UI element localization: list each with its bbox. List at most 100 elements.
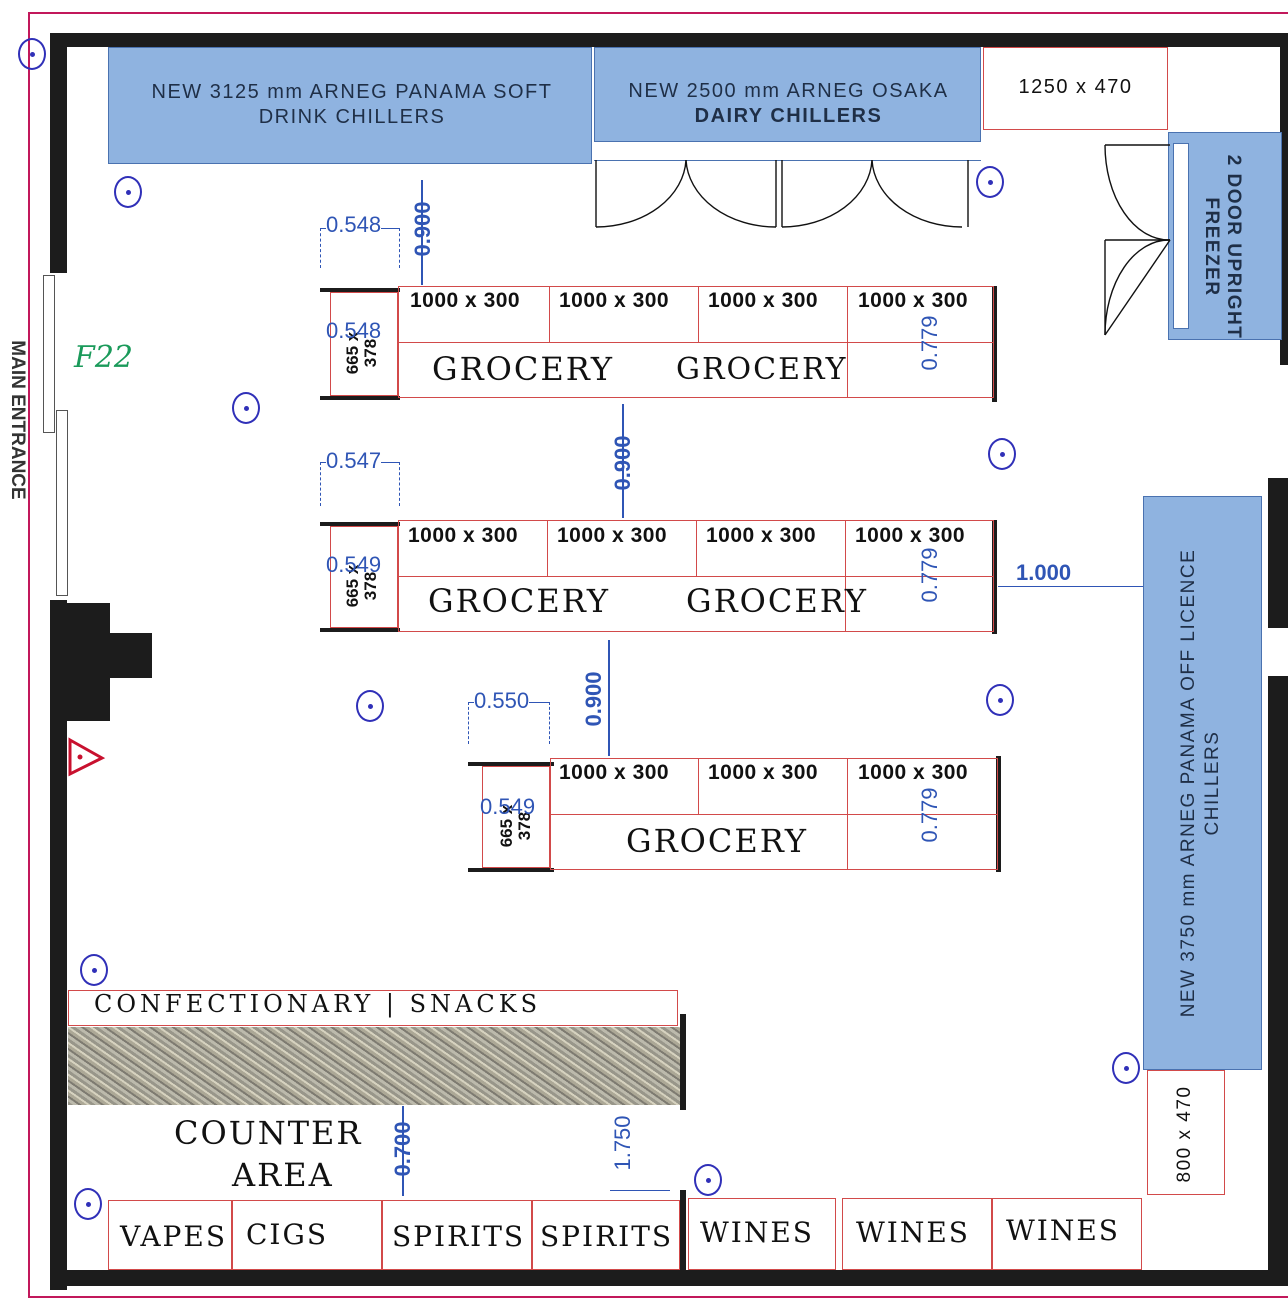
aisle1-endcap — [330, 292, 398, 396]
aisle2-label-1: GROCERY — [428, 582, 610, 620]
aisle1-bay4-size: 1000 x 300 — [858, 289, 969, 312]
outer-boundary-bottom — [28, 1296, 1288, 1298]
aisle3-sep2 — [847, 758, 848, 870]
marker-circle — [80, 954, 108, 986]
aisle2-divider — [398, 576, 994, 577]
bottom-right-unit-label: 800 x 470 — [1174, 1085, 1195, 1183]
aisle3-endcap — [482, 766, 550, 868]
bay-wines-1 — [688, 1198, 836, 1270]
marker-circle — [694, 1164, 722, 1196]
aisle2-cap-bottom — [320, 628, 400, 632]
aisle1-end-dim: 0.548 — [326, 318, 382, 343]
aisle1-gap-dim: 0.900 — [410, 188, 436, 270]
aisle1-right-dim: 0.779 — [917, 315, 942, 371]
entrance-door-leaf-bottom — [56, 410, 68, 596]
bay-label-vapes: VAPES — [120, 1220, 228, 1253]
aisle3-divider — [550, 814, 998, 815]
confectionary-label: CONFECTIONARY | SNACKS — [94, 990, 542, 1018]
zone-code: F22 — [74, 340, 133, 375]
counter-end-bar — [680, 1014, 686, 1110]
aisle2-label-2: GROCERY — [686, 582, 868, 620]
marker-circle — [356, 690, 384, 722]
bay-label-spirits-1: SPIRITS — [392, 1220, 526, 1253]
top-right-unit-label: 1250 x 470 — [1018, 76, 1133, 98]
aisle1-end-bar — [992, 286, 997, 402]
wall-pillar-step — [108, 633, 152, 678]
dairy-chillers: NEW 2500 mm ARNEG OSAKA DAIRY CHILLERS — [594, 47, 981, 142]
aisle1-sep1 — [549, 286, 550, 342]
marker-circle — [976, 166, 1004, 198]
aisle2-gap-arrow — [622, 404, 624, 518]
bay-spirits-2 — [532, 1200, 680, 1270]
dairy-chillers-line2: DAIRY CHILLERS — [694, 105, 883, 127]
marker-circle — [114, 176, 142, 208]
bay-label-wines-3: WINES — [1006, 1214, 1120, 1247]
aisle3-bay2-size: 1000 x 300 — [708, 761, 819, 784]
aisle2-bay4-size: 1000 x 300 — [855, 524, 966, 547]
aisle1-divider — [398, 342, 994, 343]
wall-bottom — [50, 1270, 1288, 1286]
bay-label-wines-1: WINES — [700, 1216, 814, 1249]
bay-label-cigs: CIGS — [246, 1218, 329, 1251]
aisle2-bay1-size: 1000 x 300 — [408, 524, 519, 547]
aisle1-label-1: GROCERY — [432, 350, 614, 388]
aisle2-end-dim: 0.549 — [326, 552, 382, 577]
aisle3-right-dim: 0.779 — [917, 787, 942, 843]
dairy-door-strip — [594, 141, 981, 161]
aisle2-sep2 — [696, 520, 697, 576]
main-entrance-label: MAIN ENTRANCE — [7, 340, 28, 500]
aisle3-sep1 — [698, 758, 699, 814]
marker-circle — [18, 38, 46, 70]
confectionary-shelf — [68, 990, 678, 1026]
wall-top — [50, 33, 1288, 47]
aisle3-left-dim: 0.550 — [474, 688, 530, 714]
aisle3-bay1-size: 1000 x 300 — [559, 761, 670, 784]
wall-right-1 — [1280, 47, 1288, 365]
aisle2-bay3-size: 1000 x 300 — [706, 524, 817, 547]
chiller-gap-dim: 1.000 — [1016, 560, 1072, 586]
aisle2-bay2-size: 1000 x 300 — [557, 524, 668, 547]
wall-right-2 — [1268, 478, 1288, 628]
aisle2-sep3 — [845, 520, 846, 632]
aisle2-sep1 — [547, 520, 548, 576]
bay-label-spirits-2: SPIRITS — [540, 1220, 674, 1253]
off-licence-chillers-label: NEW 3750 mm ARNEG PANAMA OFF LICENCE CHI… — [1178, 548, 1223, 1018]
marker-circle — [988, 438, 1016, 470]
soft-drink-chillers-label: NEW 3125 mm ARNEG PANAMA SOFT DRINK CHIL… — [151, 81, 553, 128]
wall-left-lower — [50, 600, 67, 1290]
aisle1-cap-bottom — [320, 396, 400, 400]
freezer-door-panel — [1173, 143, 1189, 329]
freezer-label: 2 DOOR UPRIGHT FREEZER — [1201, 154, 1244, 340]
aisle2-endcap — [330, 526, 398, 628]
aisle2-end-bar — [992, 520, 997, 634]
aisle2-left-dim: 0.547 — [326, 448, 382, 474]
wall-left-upper — [50, 33, 67, 273]
aisle1-sep3 — [847, 286, 848, 398]
counter-dim-arrow — [402, 1106, 404, 1196]
bay-cigs — [232, 1200, 382, 1270]
aisle3-cap-bottom — [468, 868, 554, 872]
aisle1-gap-arrow — [421, 180, 423, 285]
aisle1-bay2-size: 1000 x 300 — [559, 289, 670, 312]
aisle3-end-bar — [996, 756, 1001, 872]
entrance-door-leaf-top — [43, 275, 55, 433]
chiller-gap-line — [998, 586, 1143, 587]
bay-label-wines-2: WINES — [856, 1216, 970, 1249]
bay-wines-3 — [992, 1198, 1142, 1270]
aisle3-end-dim: 0.549 — [480, 794, 536, 819]
bay-wines-2 — [842, 1198, 992, 1270]
aisle1-bay3-size: 1000 x 300 — [708, 289, 819, 312]
counter-label-line1: COUNTER — [174, 1114, 363, 1152]
marker-triangle — [68, 737, 106, 777]
bay-spirits-1 — [382, 1200, 532, 1270]
dairy-chillers-line1: NEW 2500 mm ARNEG OSAKA — [628, 80, 949, 102]
off-licence-chillers — [1143, 496, 1262, 1070]
aisle1-left-dim: 0.548 — [326, 212, 382, 238]
outer-boundary-top — [28, 12, 1288, 14]
counter-dim-2-line — [610, 1190, 670, 1191]
marker-circle — [986, 684, 1014, 716]
soft-drink-chillers: NEW 3125 mm ARNEG PANAMA SOFT DRINK CHIL… — [108, 47, 592, 164]
upright-freezer — [1168, 132, 1282, 340]
aisle1-bay1-size: 1000 x 300 — [410, 289, 521, 312]
counter-gate — [680, 1190, 686, 1270]
